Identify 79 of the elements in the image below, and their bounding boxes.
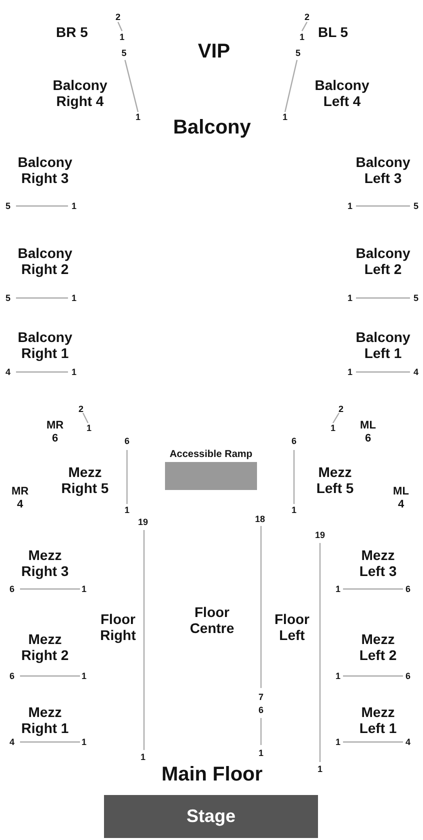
seat-number: 5 xyxy=(296,48,300,58)
section-label: Balcony Right 2 xyxy=(16,244,74,278)
section-label: Balcony Right 4 xyxy=(52,76,108,110)
seat-number: 4 xyxy=(6,366,10,378)
stage-block: Stage xyxy=(104,795,318,838)
section-label: Mezz Left 3 xyxy=(358,546,398,580)
seat-number: 1 xyxy=(292,504,296,516)
section-label: Balcony Right 3 xyxy=(16,154,74,186)
section-label: Balcony Left 3 xyxy=(354,154,412,186)
section-label: Mezz Left 2 xyxy=(358,630,398,664)
seat-number: 6 xyxy=(406,584,410,594)
section-label: MR 6 xyxy=(45,419,65,445)
seat-number: 2 xyxy=(116,12,120,22)
section-label: Balcony Left 2 xyxy=(354,244,412,278)
seat-number: 18 xyxy=(255,514,265,524)
seat-number: 1 xyxy=(82,584,86,594)
section-label: ML 4 xyxy=(392,485,410,511)
seat-number: 1 xyxy=(336,670,340,682)
seat-number: 5 xyxy=(122,48,126,58)
ramp-area xyxy=(165,448,257,490)
section-label: Floor Centre xyxy=(188,604,236,636)
seat-number: 2 xyxy=(304,12,310,22)
seat-number: 1 xyxy=(82,736,86,748)
seat-number: 6 xyxy=(406,670,410,682)
seat-number: 2 xyxy=(78,404,84,414)
section-label: Mezz Right 3 xyxy=(20,546,70,580)
seat-number: 1 xyxy=(348,200,352,212)
section-label: Balcony Left 4 xyxy=(314,76,370,110)
seat-number: 1 xyxy=(72,366,76,378)
seat-number: 6 xyxy=(258,704,264,716)
seat-number: 2 xyxy=(338,404,344,414)
seat-number: 1 xyxy=(348,366,352,378)
seat-number: 6 xyxy=(10,584,14,594)
seat-number: 1 xyxy=(300,32,304,42)
seat-number: 4 xyxy=(406,736,410,748)
seat-number: 6 xyxy=(124,436,130,446)
section-label: Mezz Left 5 xyxy=(315,464,355,496)
seat-number: 1 xyxy=(336,736,340,748)
level-heading: Main Floor xyxy=(161,764,263,786)
level-heading: VIP xyxy=(198,40,230,64)
seat-number: 1 xyxy=(120,32,124,42)
section-label: Mezz Left 1 xyxy=(358,704,398,736)
section-label: MR 4 xyxy=(10,485,30,511)
seat-number: 5 xyxy=(414,292,418,304)
ramp-label: Accessible Ramp xyxy=(168,448,254,462)
seat-number: 1 xyxy=(336,584,340,594)
seat-number: 1 xyxy=(136,112,140,122)
seat-number: 4 xyxy=(414,366,418,378)
seat-number: 1 xyxy=(318,764,322,774)
seat-number: 1 xyxy=(124,504,130,516)
section-label: BL 5 xyxy=(318,24,348,40)
seat-number: 1 xyxy=(348,292,352,304)
seat-number: 5 xyxy=(6,200,10,212)
section-label: Mezz Right 2 xyxy=(20,630,70,664)
seat-number: 1 xyxy=(330,422,336,434)
seat-number: 1 xyxy=(72,292,76,304)
seat-number: 1 xyxy=(140,752,146,762)
seat-number: 1 xyxy=(258,748,264,758)
seat-number: 6 xyxy=(10,670,14,682)
seat-number: 19 xyxy=(138,516,148,528)
seat-number: 1 xyxy=(282,112,288,122)
seat-number: 1 xyxy=(86,422,92,434)
level-heading: Balcony xyxy=(173,116,251,140)
seat-number: 19 xyxy=(315,530,325,540)
seat-number: 7 xyxy=(258,692,264,702)
seat-number: 6 xyxy=(292,436,296,446)
section-label: Balcony Right 1 xyxy=(16,328,74,362)
seat-number: 5 xyxy=(6,292,10,304)
section-label: ML 6 xyxy=(359,419,377,445)
section-label: Mezz Right 5 xyxy=(60,464,110,496)
seat-number: 1 xyxy=(72,200,76,212)
section-label: Floor Left xyxy=(274,610,310,644)
section-label: Floor Right xyxy=(99,610,137,644)
seat-number: 4 xyxy=(10,736,14,748)
section-label: BR 5 xyxy=(56,24,88,40)
seat-number: 5 xyxy=(414,200,418,212)
section-label: Balcony Left 1 xyxy=(354,328,412,362)
section-label: Mezz Right 1 xyxy=(20,704,70,736)
seat-number: 1 xyxy=(82,670,86,682)
